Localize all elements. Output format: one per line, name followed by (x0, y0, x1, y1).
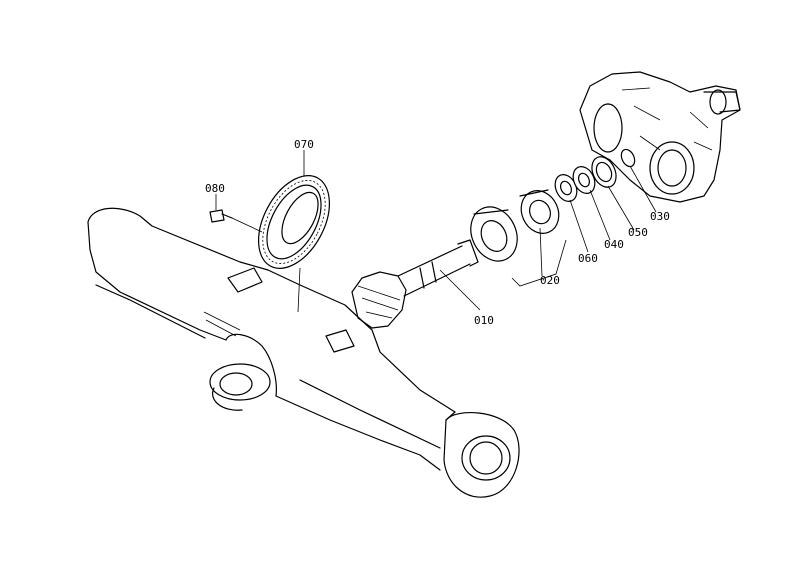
callout-020: 020 (540, 274, 560, 287)
nuts-and-washers (554, 148, 636, 202)
callout-080: 080 (205, 182, 225, 195)
crown-gear (258, 175, 330, 313)
callout-070: 070 (294, 138, 314, 151)
bolt (209, 209, 263, 233)
pinion-shaft (351, 239, 479, 329)
callout-060: 060 (578, 252, 598, 265)
axle-housing (87, 207, 520, 498)
callout-040: 040 (604, 238, 624, 251)
leader-lines (215, 150, 657, 311)
callout-050: 050 (628, 226, 648, 239)
callout-labels: 070 080 010 020 060 040 050 030 (205, 138, 670, 327)
bearing-assembly (470, 189, 567, 287)
differential-case (579, 71, 741, 203)
callout-010: 010 (474, 314, 494, 327)
callout-030: 030 (650, 210, 670, 223)
